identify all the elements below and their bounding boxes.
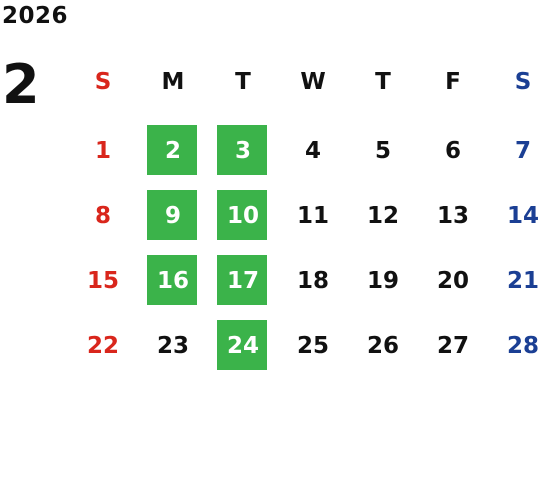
day-cell-wednesday[interactable]: 4	[278, 118, 348, 183]
day-number: 18	[296, 267, 330, 294]
day-number: 21	[506, 267, 540, 294]
day-cell-thursday[interactable]: 5	[348, 118, 418, 183]
day-number: 15	[86, 267, 120, 294]
day-highlight-marker	[217, 320, 267, 370]
day-number: 26	[366, 332, 400, 359]
day-cell-sunday[interactable]: 22	[68, 313, 138, 378]
day-cell-monday[interactable]: 9	[138, 183, 208, 248]
day-number: 2	[164, 137, 182, 164]
day-cell-tuesday[interactable]: 17	[208, 248, 278, 313]
weekday-header-row: S M T W T F S	[68, 64, 548, 100]
weekday-friday: F	[445, 69, 461, 95]
day-highlight-marker	[217, 125, 267, 175]
day-cell-friday[interactable]: 6	[418, 118, 488, 183]
day-cell-thursday[interactable]: 12	[348, 183, 418, 248]
day-number: 12	[366, 202, 400, 229]
day-cell-thursday[interactable]: 26	[348, 313, 418, 378]
day-cell-monday[interactable]: 2	[138, 118, 208, 183]
day-cell-friday[interactable]: 13	[418, 183, 488, 248]
day-cell-friday[interactable]: 27	[418, 313, 488, 378]
weekday-monday: M	[161, 69, 185, 95]
day-number: 22	[86, 332, 120, 359]
day-number: 14	[506, 202, 540, 229]
day-cell-tuesday[interactable]: 24	[208, 313, 278, 378]
day-cell-saturday[interactable]: 28	[488, 313, 548, 378]
calendar-year: 2026	[2, 3, 69, 29]
weekday-wednesday: W	[300, 69, 326, 95]
day-number: 25	[296, 332, 330, 359]
day-cell-friday[interactable]: 20	[418, 248, 488, 313]
day-cell-saturday[interactable]: 21	[488, 248, 548, 313]
day-cell-monday[interactable]: 23	[138, 313, 208, 378]
day-number: 19	[366, 267, 400, 294]
day-number: 6	[444, 137, 462, 164]
day-highlight-marker	[147, 190, 197, 240]
day-cell-wednesday[interactable]: 11	[278, 183, 348, 248]
day-cell-saturday[interactable]: 7	[488, 118, 548, 183]
weekday-tuesday: T	[235, 69, 251, 95]
day-cell-sunday[interactable]: 1	[68, 118, 138, 183]
day-number: 27	[436, 332, 470, 359]
day-highlight-marker	[217, 255, 267, 305]
day-cell-tuesday[interactable]: 3	[208, 118, 278, 183]
day-cell-wednesday[interactable]: 25	[278, 313, 348, 378]
day-cell-sunday[interactable]: 15	[68, 248, 138, 313]
day-number: 13	[436, 202, 470, 229]
calendar-month: 2	[2, 53, 40, 116]
day-cell-sunday[interactable]: 8	[68, 183, 138, 248]
day-cell-wednesday[interactable]: 18	[278, 248, 348, 313]
day-cell-tuesday[interactable]: 10	[208, 183, 278, 248]
day-number: 16	[156, 267, 190, 294]
day-number: 24	[226, 332, 260, 359]
day-number: 1	[94, 137, 112, 164]
day-number: 28	[506, 332, 540, 359]
day-cell-saturday[interactable]: 14	[488, 183, 548, 248]
weekday-saturday: S	[514, 69, 532, 95]
day-number: 3	[234, 137, 252, 164]
day-highlight-marker	[217, 190, 267, 240]
day-highlight-marker	[147, 125, 197, 175]
day-cell-thursday[interactable]: 19	[348, 248, 418, 313]
day-cell-monday[interactable]: 16	[138, 248, 208, 313]
day-highlight-marker	[147, 255, 197, 305]
day-number: 5	[374, 137, 392, 164]
weekday-sunday: S	[94, 69, 112, 95]
day-number: 7	[514, 137, 532, 164]
day-number: 9	[164, 202, 182, 229]
day-number: 4	[304, 137, 322, 164]
day-number: 11	[296, 202, 330, 229]
day-number: 23	[156, 332, 190, 359]
day-number: 17	[226, 267, 260, 294]
day-number: 20	[436, 267, 470, 294]
day-number: 10	[226, 202, 260, 229]
day-number: 8	[94, 202, 112, 229]
weekday-thursday: T	[375, 69, 391, 95]
